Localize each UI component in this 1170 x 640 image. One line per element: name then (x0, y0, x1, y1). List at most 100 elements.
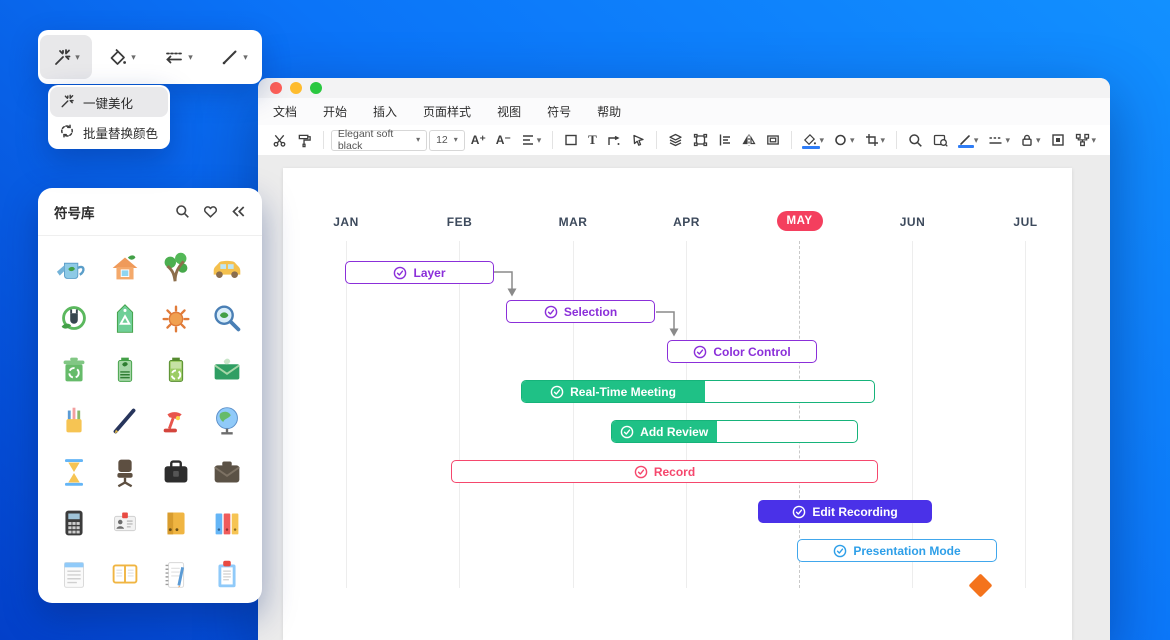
symbol-hourglass[interactable] (48, 446, 99, 497)
pointer-tool-button[interactable] (627, 130, 649, 150)
menu-item[interactable]: 页面样式 (423, 105, 472, 119)
symbol-car[interactable] (201, 242, 252, 293)
window-titlebar (258, 78, 1110, 98)
focus-mode-button[interactable] (1047, 130, 1069, 150)
text-align-button[interactable]: ▾ (517, 130, 546, 150)
symbol-eco-search[interactable] (201, 293, 252, 344)
battery-recycle-icon (168, 357, 183, 382)
text-tool-button[interactable]: T (588, 132, 597, 147)
symbol-battery-recycle[interactable] (150, 344, 201, 395)
outline-color-button[interactable]: ▾ (830, 130, 859, 150)
symbol-briefcase-brown[interactable] (201, 446, 252, 497)
symbol-globe[interactable] (201, 395, 252, 446)
shape-rectangle-button[interactable] (560, 130, 582, 150)
mirror-button[interactable] (738, 130, 760, 150)
symbol-pencil-holder[interactable] (48, 395, 99, 446)
menu-item[interactable]: 帮助 (597, 105, 622, 119)
cut-button[interactable] (268, 130, 291, 151)
task-progress-fill: Real-Time Meeting (522, 381, 706, 402)
maximize-window-button[interactable] (310, 82, 322, 94)
task-label: Color Control (693, 345, 791, 359)
search-icon[interactable] (175, 204, 190, 219)
layers-button[interactable] (664, 130, 687, 150)
line-style-button[interactable]: ▾ (984, 131, 1014, 150)
font-family-select[interactable]: Elegant soft black▾ (330, 128, 428, 152)
beautify-button[interactable]: ▾ (40, 35, 92, 79)
symbol-briefcase-black[interactable] (150, 446, 201, 497)
task-bar-record[interactable]: Record (451, 460, 878, 483)
symbol-id-card[interactable] (99, 497, 150, 548)
menu-item-replace-colors[interactable]: 批量替换颜色 (50, 117, 168, 147)
align-objects-button[interactable] (714, 130, 736, 150)
menu-item-label: 批量替换颜色 (83, 126, 159, 141)
task-bar-real-time-meeting[interactable]: Real-Time Meeting (521, 380, 875, 403)
pen-color-button[interactable]: ▾ (954, 131, 983, 150)
find-replace-button[interactable] (929, 130, 952, 150)
decrease-font-button[interactable]: A⁻ (495, 133, 511, 147)
symbol-grid (38, 236, 262, 603)
connector-style-button[interactable]: ▾ (152, 35, 204, 79)
symbol-tree[interactable] (150, 242, 201, 293)
task-bar-selection[interactable]: Selection (506, 300, 655, 323)
group-button[interactable] (689, 130, 712, 150)
close-window-button[interactable] (270, 82, 282, 94)
crop-button[interactable]: ▾ (861, 130, 890, 150)
symbol-eco-plug[interactable] (48, 293, 99, 344)
connector-tool-button[interactable] (603, 130, 625, 150)
milestone-diamond[interactable] (967, 572, 993, 598)
globe-icon (215, 406, 238, 435)
fill-color-button[interactable]: ▾ (798, 130, 828, 151)
minimize-window-button[interactable] (290, 82, 302, 94)
check-circle-icon (550, 385, 564, 398)
symbol-notebook-open[interactable] (99, 548, 150, 599)
symbol-folder-binder[interactable] (150, 497, 201, 548)
briefcase-brown-icon (213, 461, 240, 482)
symbol-notepad[interactable] (48, 548, 99, 599)
task-bar-edit-recording[interactable]: Edit Recording (758, 500, 932, 523)
eco-plug-icon (61, 305, 86, 330)
symbol-office-chair[interactable] (99, 446, 150, 497)
symbol-spiral-notebook[interactable] (150, 548, 201, 599)
symbol-eco-battery[interactable] (99, 344, 150, 395)
symbol-eco-house[interactable] (99, 242, 150, 293)
menu-item[interactable]: 视图 (497, 105, 522, 119)
fill-color-button[interactable]: ▾ (96, 35, 148, 79)
symbol-recycle-tag[interactable] (99, 293, 150, 344)
symbol-eco-envelope[interactable] (201, 344, 252, 395)
task-connectors[interactable] (283, 168, 1072, 640)
notepad-icon (63, 561, 84, 588)
gridline-jun (912, 241, 913, 588)
collapse-icon[interactable] (231, 205, 246, 218)
task-bar-add-review[interactable]: Add Review (611, 420, 858, 443)
task-bar-presentation-mode[interactable]: Presentation Mode (797, 539, 997, 562)
symbol-clipboard[interactable] (201, 548, 252, 599)
increase-font-button[interactable]: A⁺ (470, 133, 486, 147)
lock-button[interactable]: ▾ (1016, 130, 1045, 150)
share-nodes-button[interactable]: ▾ (1071, 130, 1101, 150)
menu-item-beautify[interactable]: 一键美化 (50, 87, 168, 117)
symbol-binder-row[interactable] (201, 497, 252, 548)
zoom-button[interactable] (904, 130, 927, 151)
page-setup-button[interactable] (762, 130, 784, 150)
notebook-open-icon (112, 564, 137, 583)
task-bar-color-control[interactable]: Color Control (667, 340, 817, 363)
menu-item[interactable]: 开始 (323, 105, 348, 119)
watering-can-icon (56, 262, 85, 279)
heart-icon[interactable] (203, 204, 218, 219)
symbol-sun[interactable] (150, 293, 201, 344)
symbol-pen[interactable] (99, 395, 150, 446)
task-bar-layer[interactable]: Layer (345, 261, 494, 284)
symbol-watering-can[interactable] (48, 242, 99, 293)
check-circle-icon (620, 425, 634, 438)
format-painter-icon[interactable] (293, 130, 316, 151)
symbol-calculator[interactable] (48, 497, 99, 548)
symbol-recycle-bin[interactable] (48, 344, 99, 395)
pen-style-button[interactable]: ▾ (208, 35, 260, 79)
menu-item[interactable]: 符号 (547, 105, 572, 119)
menu-item[interactable]: 文档 (273, 105, 298, 119)
symbol-desk-lamp[interactable] (150, 395, 201, 446)
menu-item[interactable]: 插入 (373, 105, 398, 119)
font-size-select[interactable]: 12▾ (429, 129, 465, 151)
